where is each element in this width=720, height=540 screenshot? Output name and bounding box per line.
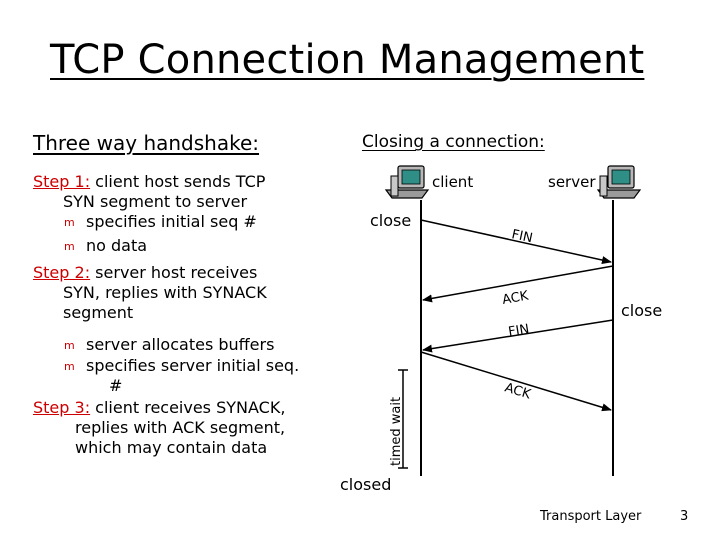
fin-arrow-client-to-server [420, 219, 612, 264]
fin-label-2: FIN [507, 322, 530, 340]
closing-heading: Closing a connection: [362, 132, 545, 152]
ack-arrow-client-to-server [420, 351, 612, 412]
step1-bullet-1: specifies initial seq # [86, 212, 257, 231]
footer-section: Transport Layer [540, 509, 642, 524]
server-label: server [548, 173, 596, 191]
ack-label-2: ACK [503, 380, 533, 402]
closed-label: closed [340, 475, 391, 494]
step3-text: client receives SYNACK, [90, 398, 286, 417]
ack-label-1: ACK [501, 289, 530, 308]
step2-bullet-2: specifies server initial seq. [86, 356, 300, 375]
step3-cont-2: which may contain data [75, 438, 268, 457]
client-computer-icon [384, 165, 430, 199]
page-title: TCP Connection Management [50, 37, 645, 83]
step2-label: Step 2: [33, 263, 91, 282]
step1-bullet-2: no data [86, 236, 148, 255]
bullet-icon: m [64, 240, 75, 253]
timed-wait-label: timed wait [389, 397, 404, 466]
step2-cont-1: SYN, replies with SYNACK [63, 283, 267, 302]
bullet-icon: m [64, 339, 75, 352]
client-label: client [432, 173, 473, 191]
step3-cont-1: replies with ACK segment, [75, 418, 286, 437]
step2-cont-2: segment [63, 303, 134, 322]
step1-label: Step 1: [33, 172, 91, 191]
server-computer-icon [596, 165, 642, 199]
server-close-label: close [621, 301, 662, 320]
handshake-heading: Three way handshake: [33, 131, 260, 155]
ack-arrow-server-to-client [422, 265, 614, 303]
fin-arrow-server-to-client [422, 319, 614, 353]
step2-text: server host receives [90, 263, 258, 282]
step1-cont: SYN segment to server [63, 192, 248, 211]
bullet-icon: m [64, 360, 75, 373]
step2-line: Step 2: server host receives [33, 263, 257, 283]
client-close-label: close [370, 211, 411, 230]
step1-text: client host sends TCP [90, 172, 266, 191]
bullet-icon: m [64, 216, 75, 229]
page-number: 3 [680, 509, 689, 524]
fin-label-1: FIN [510, 227, 534, 246]
step3-label: Step 3: [33, 398, 91, 417]
step3-line: Step 3: client receives SYNACK, [33, 398, 285, 418]
step1-line: Step 1: client host sends TCP [33, 172, 265, 192]
step2-bullet-2-cont: # [109, 376, 123, 395]
step2-bullet-1: server allocates buffers [86, 335, 275, 354]
